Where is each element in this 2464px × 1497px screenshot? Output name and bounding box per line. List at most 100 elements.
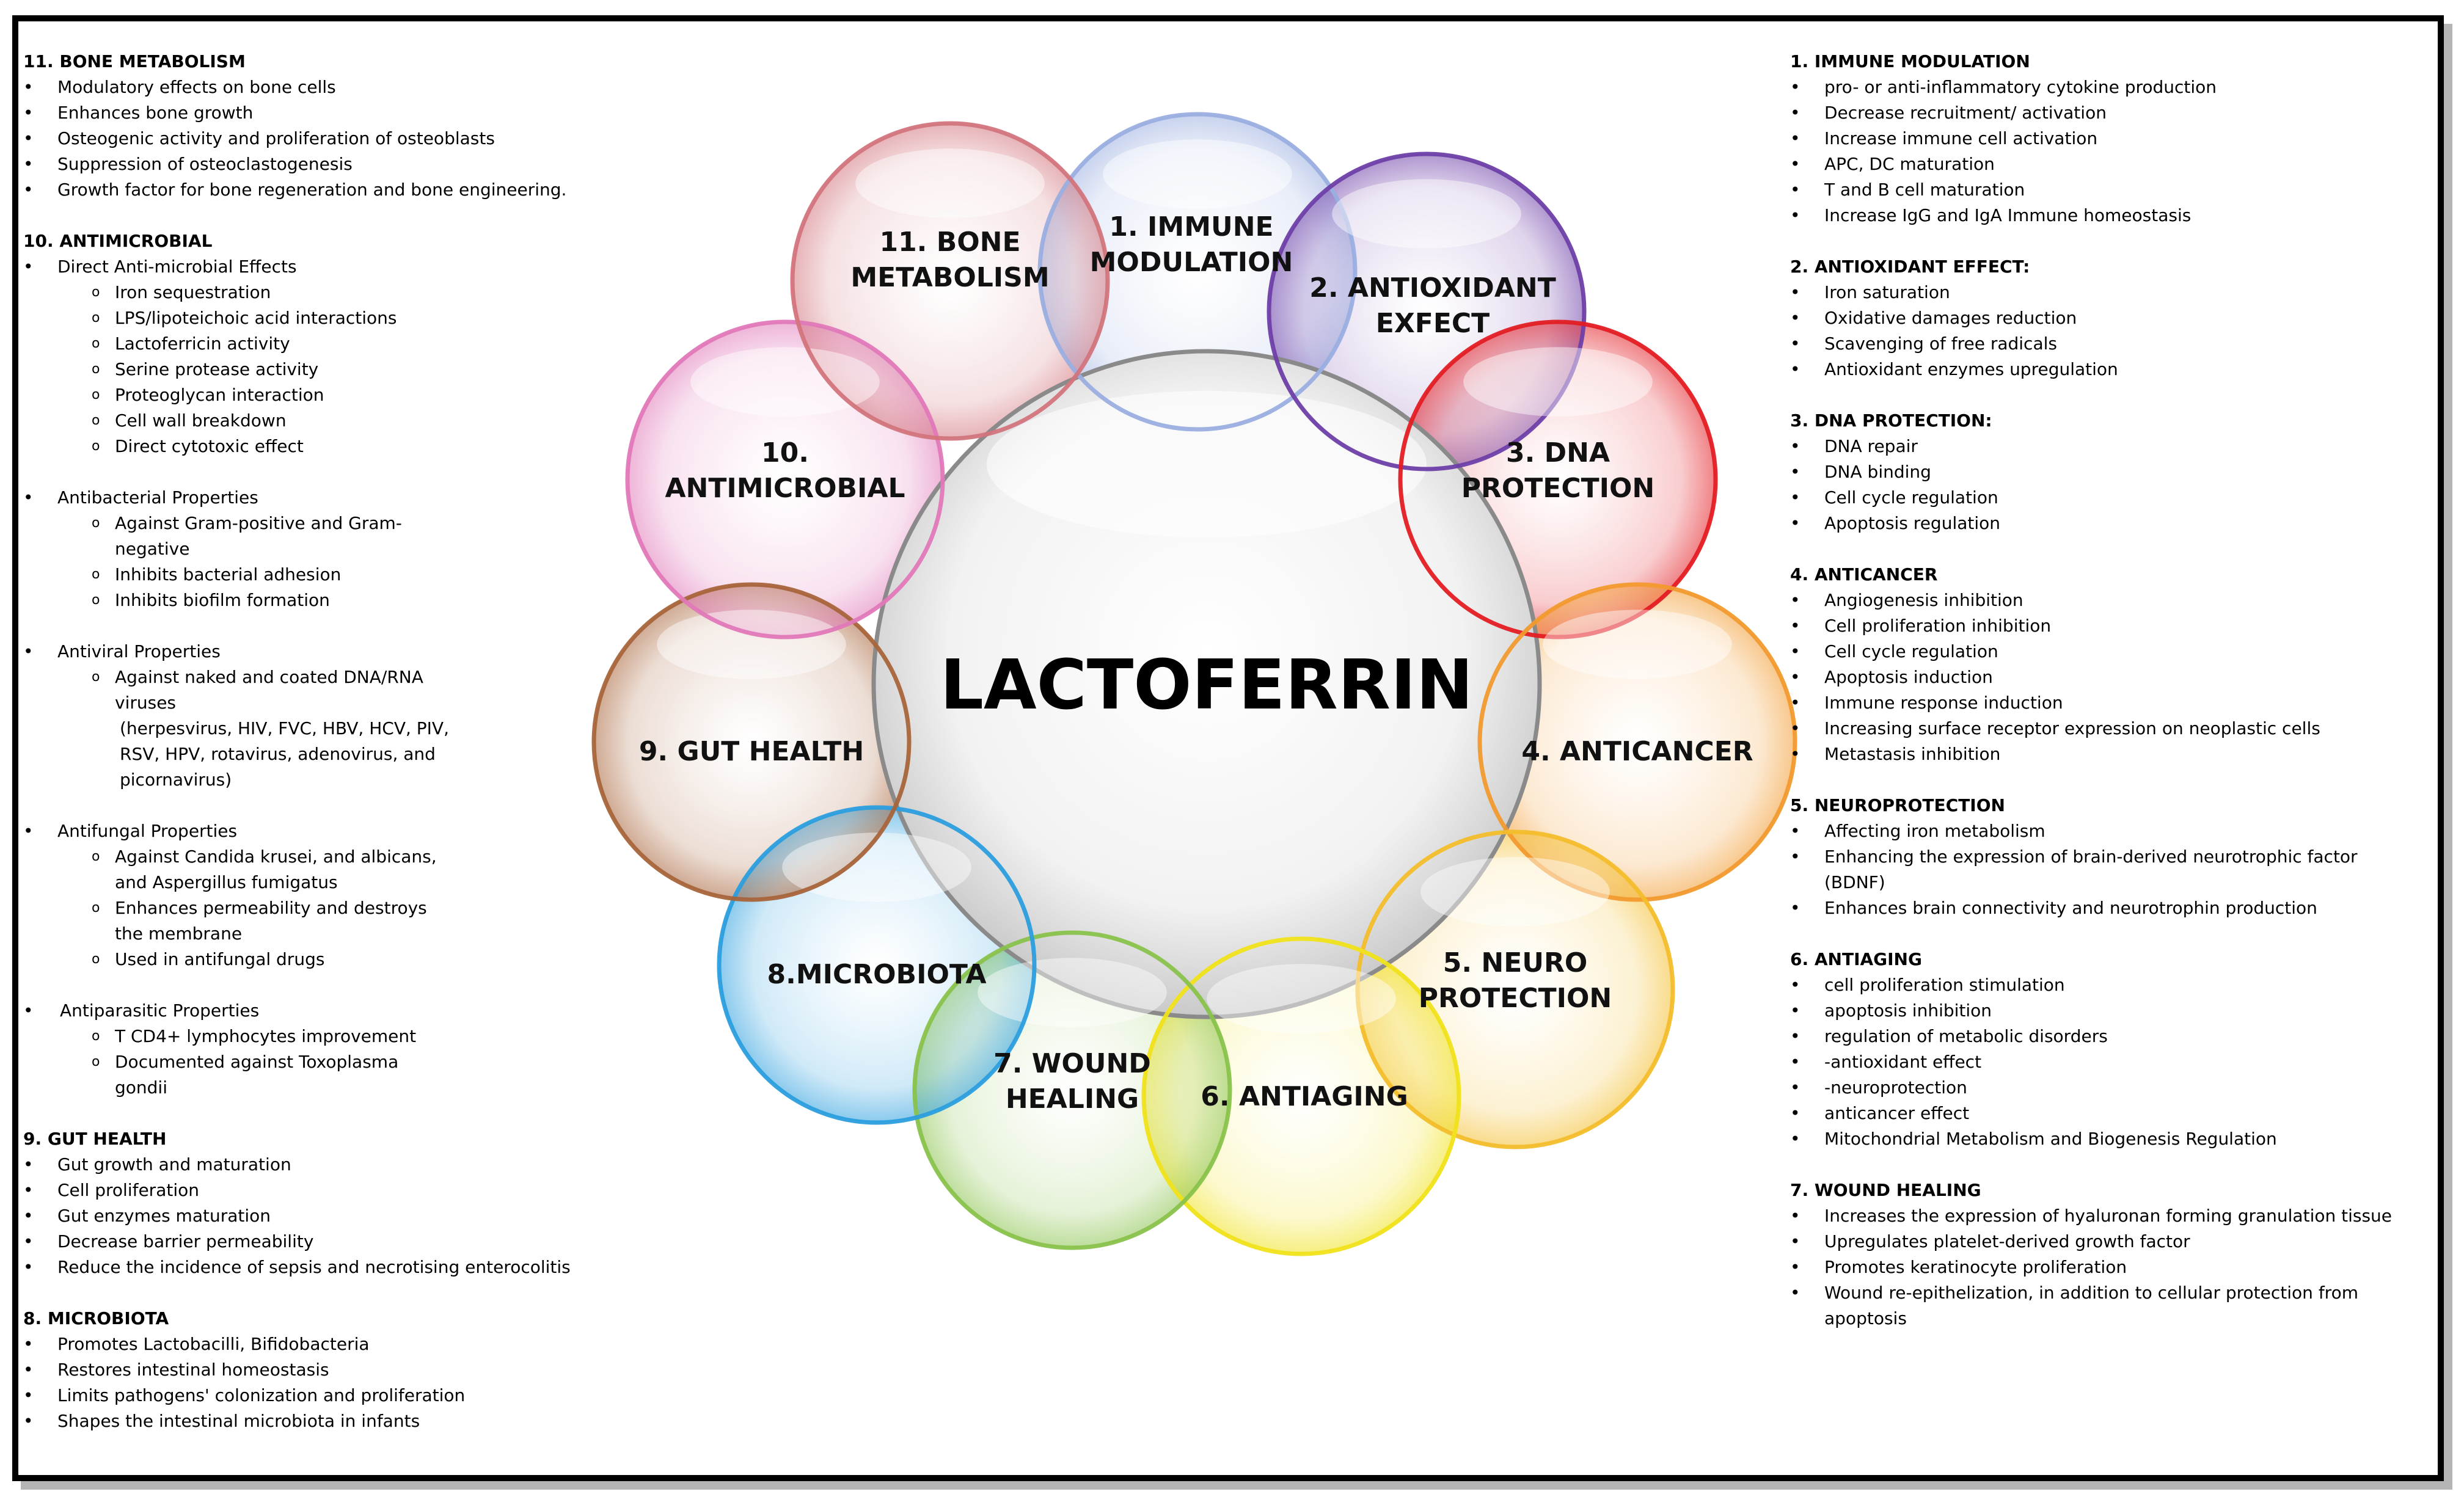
circle-label-6-line-1: 6. ANTIAGING — [1201, 1081, 1408, 1112]
bullet-list: Increases the expression of hyaluronan f… — [1790, 1203, 2413, 1331]
circle-label-1-line-2: MODULATION — [1090, 247, 1293, 278]
list-item: Promotes Lactobacilli, Bifidobacteria — [23, 1331, 573, 1357]
circle-ring-9 — [591, 582, 912, 902]
list-item: anticancer effect — [1790, 1101, 2413, 1126]
list-item: Immune response induction — [1790, 690, 2413, 716]
sub-list-item: Inhibits biofilm formation — [23, 588, 573, 613]
sub-list-item: Serine protease activity — [23, 357, 573, 382]
list-item: Decrease barrier permeability — [23, 1229, 573, 1255]
text-section: 7. WOUND HEALINGIncreases the expression… — [1790, 1178, 2413, 1331]
sub-list-item: Cell wall breakdown — [23, 408, 573, 434]
sub-list-item: T CD4+ lymphocytes improvement — [23, 1024, 573, 1049]
list-item: Increase immune cell activation — [1790, 126, 2413, 151]
circle-highlight-5 — [1420, 857, 1610, 927]
sub-bullet-list: T CD4+ lymphocytes improvementDocumented… — [23, 1024, 573, 1101]
circle-label-3-line-1: 3. DNA — [1506, 437, 1610, 468]
section-title: 8. MICROBIOTA — [23, 1308, 169, 1328]
list-item: APC, DC maturation — [1790, 151, 2413, 177]
circle-ring-3 — [1398, 319, 1718, 639]
circle-label-4-line-1: 4. ANTICANCER — [1521, 736, 1753, 767]
list-item: -neuroprotection — [1790, 1075, 2413, 1101]
text-section: 9. GUT HEALTHGut growth and maturationCe… — [23, 1126, 573, 1280]
list-item: Osteogenic activity and proliferation of… — [23, 126, 573, 151]
list-item: Upregulates platelet-derived growth fact… — [1790, 1229, 2413, 1255]
section-title: 4. ANTICANCER — [1790, 564, 1938, 585]
list-item: Restores intestinal homeostasis — [23, 1357, 573, 1383]
list-item: Metastasis inhibition — [1790, 741, 2413, 767]
list-item: Modulatory effects on bone cells — [23, 75, 573, 100]
circle-11 — [792, 123, 1108, 439]
circle-highlight-10 — [690, 347, 880, 417]
list-item: Apoptosis regulation — [1790, 511, 2413, 536]
circle-label-11-line-2: METABOLISM — [850, 262, 1049, 293]
text-section: 11. BONE METABOLISMModulatory effects on… — [23, 49, 573, 203]
circle-label-9-line-1: 9. GUT HEALTH — [639, 736, 864, 767]
circle-label-7-line-2: HEALING — [1006, 1084, 1139, 1115]
text-section: 2. ANTIOXIDANT EFFECT:Iron saturationOxi… — [1790, 254, 2413, 382]
sub-group: Direct Anti-microbial EffectsIron seques… — [23, 254, 573, 459]
list-item: Growth factor for bone regeneration and … — [23, 177, 573, 203]
text-section: 10. ANTIMICROBIAL Direct Anti-microbial E… — [23, 228, 573, 1101]
sub-list-item: Against Gram-positive and Gram-negative — [23, 511, 573, 562]
section-title: 1. IMMUNE MODULATION — [1790, 51, 2030, 71]
circle-highlight-8 — [782, 832, 971, 902]
circle-9 — [594, 585, 909, 900]
sub-list-item: Lactoferricin activity — [23, 331, 573, 357]
section-title: 6. ANTIAGING — [1790, 949, 1922, 969]
sub-bullet-list: Against Candida krusei, and albicans, an… — [23, 844, 573, 972]
section-title: 10. ANTIMICROBIAL — [23, 231, 213, 251]
sub-list-item: Against Candida krusei, and albicans, an… — [23, 844, 573, 895]
circle-ring-5 — [1355, 829, 1675, 1149]
sub-list-item: Proteoglycan interaction — [23, 382, 573, 408]
circle-ring-11 — [790, 121, 1110, 441]
list-item: Gut growth and maturation — [23, 1152, 573, 1178]
list-item: Cell cycle regulation — [1790, 485, 2413, 511]
circle-label-5-line-1: 5. NEURO — [1443, 947, 1588, 978]
circle-highlight-11 — [855, 148, 1045, 218]
sub-bullet-list: Against naked and coated DNA/RNA viruses — [23, 665, 573, 716]
list-item: Oxidative damages reduction — [1790, 305, 2413, 331]
sub-group: Antibacterial PropertiesAgainst Gram-pos… — [23, 485, 573, 613]
circle-highlight-3 — [1463, 347, 1653, 417]
list-item: Wound re-epithelization, in addition to … — [1790, 1280, 2413, 1331]
list-item: Iron saturation — [1790, 280, 2413, 305]
bullet-list: DNA repairDNA bindingCell cycle regulati… — [1790, 434, 2413, 536]
circle-label-8-line-1: 8.MICROBIOTA — [767, 959, 986, 990]
list-item: Gut enzymes maturation — [23, 1203, 573, 1229]
sub-group: Antiviral PropertiesAgainst naked and co… — [23, 639, 573, 793]
text-section: 6. ANTIAGINGcell proliferation stimulati… — [1790, 947, 2413, 1152]
circle-highlight-4 — [1543, 610, 1732, 679]
sub-list-item: Enhances permeability and destroys the m… — [23, 895, 573, 947]
sub-list-item: Documented against Toxoplasma gondii — [23, 1049, 573, 1101]
center-title: LACTOFERRIN — [940, 646, 1474, 725]
list-item: DNA repair — [1790, 434, 2413, 459]
list-item: Limits pathogens' colonization and proli… — [23, 1383, 573, 1408]
list-item: Enhances bone growth — [23, 100, 573, 126]
list-item: Enhances brain connectivity and neurotro… — [1790, 895, 2413, 921]
list-item: Cell proliferation inhibition — [1790, 613, 2413, 639]
circle-4 — [1480, 585, 1795, 900]
list-item: DNA binding — [1790, 459, 2413, 485]
sub-group: Antiparasitic PropertiesT CD4+ lymphocyt… — [23, 998, 573, 1101]
bullet-list: Angiogenesis inhibitionCell proliferatio… — [1790, 588, 2413, 767]
circle-label-2-line-1: 2. ANTIOXIDANT — [1309, 272, 1556, 304]
circle-ring-6 — [1141, 936, 1461, 1256]
list-item: pro- or anti-inflammatory cytokine produ… — [1790, 75, 2413, 100]
text-section: 3. DNA PROTECTION:DNA repairDNA bindingC… — [1790, 408, 2413, 536]
text-section: 1. IMMUNE MODULATION pro- or anti-inflamm… — [1790, 49, 2413, 228]
sub-group-title: Direct Anti-microbial Effects — [23, 254, 573, 280]
circle-highlight-9 — [657, 610, 846, 679]
circle-label-2-line-2: EXFECT — [1376, 308, 1490, 339]
section-title: 5. NEUROPROTECTION — [1790, 795, 2005, 815]
center-highlight — [987, 391, 1427, 537]
sub-group: Antifungal PropertiesAgainst Candida kru… — [23, 818, 573, 972]
sub-list-item: Against naked and coated DNA/RNA viruses — [23, 665, 573, 716]
circle-ring-7 — [912, 930, 1232, 1250]
circle-ring-8 — [717, 805, 1037, 1125]
list-item: Promotes keratinocyte proliferation — [1790, 1255, 2413, 1280]
circle-label-7-line-1: 7. WOUND — [993, 1048, 1151, 1079]
left-text-column: 11. BONE METABOLISMModulatory effects on… — [23, 49, 573, 1460]
sub-group-title: Antifungal Properties — [23, 818, 573, 844]
sub-bullet-list: Iron sequestrationLPS/lipoteichoic acid … — [23, 280, 573, 459]
